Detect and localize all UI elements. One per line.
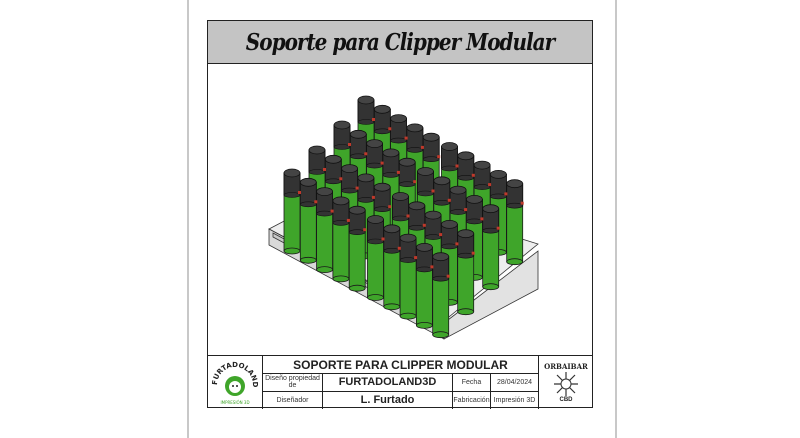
lighter	[283, 168, 301, 255]
title-block-title: SOPORTE PARA CLIPPER MODULAR	[262, 356, 538, 373]
lighter	[506, 179, 524, 266]
left-logo: FURTADOLAND IMPRESIÓN 3D	[207, 356, 262, 409]
furtadoland-logo-icon: FURTADOLAND IMPRESIÓN 3D	[211, 361, 259, 405]
lighter	[316, 187, 334, 274]
date-label: Fecha	[452, 373, 490, 391]
lighter	[299, 177, 318, 264]
drawing-title: Soporte para Clipper Modular	[245, 28, 555, 56]
lighter	[399, 233, 418, 320]
lighter	[332, 196, 350, 283]
drawing-frame: Soporte para Clipper Modular FURTADOLAND…	[207, 20, 593, 409]
orbaibar-logo-text: ORBAIBAR	[544, 362, 588, 371]
lighter	[415, 242, 434, 329]
right-logo: ORBAIBAR CBD	[538, 356, 593, 409]
manufacturing-label: Fabricación	[452, 391, 490, 409]
date-value: 28/04/2024	[490, 373, 538, 391]
owner-value: FURTADOLAND3D	[322, 373, 452, 391]
lighters-group	[283, 95, 524, 339]
lighter	[432, 252, 450, 339]
title-block: FURTADOLAND IMPRESIÓN 3D SOPORTE PARA CL…	[207, 355, 593, 409]
title-band: Soporte para Clipper Modular	[208, 21, 592, 64]
designer-value: L. Furtado	[322, 391, 452, 409]
lighter	[367, 215, 385, 301]
lighter	[482, 204, 500, 291]
owner-label: Diseño propiedad de	[262, 373, 322, 391]
isometric-render	[268, 95, 539, 340]
lighter	[383, 224, 401, 311]
leaf-emblem-icon	[554, 372, 578, 396]
cbd-text: CBD	[559, 397, 573, 403]
manufacturing-value: Impresión 3D	[490, 391, 538, 409]
designer-label: Diseñador	[262, 391, 322, 409]
lighter	[348, 205, 367, 292]
lighter	[457, 229, 475, 316]
svg-text:IMPRESIÓN 3D: IMPRESIÓN 3D	[220, 400, 249, 405]
